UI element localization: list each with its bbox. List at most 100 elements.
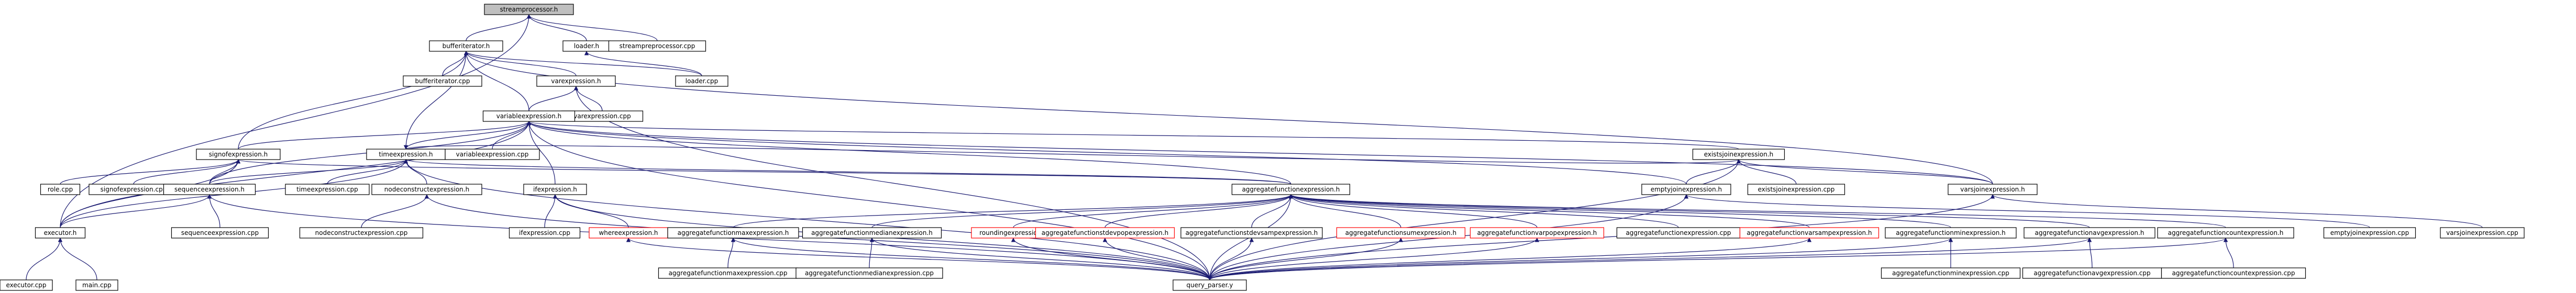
- edge-streampreprocessor_cpp-to-streamprocessor_h: [526, 14, 658, 41]
- node-aggregatefunctionvarpopexpression-h[interactable]: aggregatefunctionvarpopexpression.h: [1469, 227, 1605, 239]
- node-aggregatefunctionminexpression-cpp[interactable]: aggregatefunctionminexpression.cpp: [1881, 267, 2021, 279]
- node-executor-h[interactable]: executor.h: [35, 227, 86, 239]
- node-emptyjoinexpression-cpp[interactable]: emptyjoinexpression.cpp: [2323, 227, 2416, 239]
- node-label: aggregatefunctionmedianexpression.cpp: [805, 269, 934, 277]
- edge-aggregatefunctionexpression_h-to-variableexpression_h: [526, 121, 1291, 185]
- node-aggregatefunctionavgexpression-h[interactable]: aggregatefunctionavgexpression.h: [2024, 227, 2155, 239]
- node-varexpression-cpp[interactable]: varexpression.cpp: [561, 110, 644, 122]
- node-label: nodeconstructexpression.cpp: [315, 229, 408, 236]
- node-label: ifexpression.h: [533, 186, 577, 193]
- node-timeexpression-cpp[interactable]: timeexpression.cpp: [285, 184, 370, 195]
- node-box: [1173, 279, 1247, 291]
- edge-query_parser_y-to-timeexpression_h: [403, 159, 1210, 280]
- edge-aggregatefunctioncountexpression_h-to-aggregatefunctionexpression_h: [1289, 194, 2226, 228]
- edge-role_cpp-to-signofexpression_h: [60, 159, 241, 185]
- node-label: emptyjoinexpression.h: [1651, 186, 1722, 193]
- node-label: variableexpression.h: [496, 112, 562, 120]
- edge-signofexpression_cpp-to-signofexpression_h: [133, 159, 241, 185]
- node-ifexpression-cpp[interactable]: ifexpression.cpp: [508, 227, 581, 239]
- node-aggregatefunctioncountexpression-cpp[interactable]: aggregatefunctioncountexpression.cpp: [2161, 267, 2306, 279]
- node-label: loader.h: [574, 42, 599, 50]
- node-signofexpression-cpp[interactable]: signofexpression.cpp: [89, 184, 179, 195]
- node-box: [2440, 227, 2525, 239]
- node-nodeconstructexpression-cpp[interactable]: nodeconstructexpression.cpp: [299, 227, 424, 239]
- edge-aggregatefunctionsumexpression_h-to-aggregatefunctionexpression_h: [1288, 194, 1401, 228]
- node-label: whereexpression.h: [599, 229, 658, 236]
- node-streamprocessor-h[interactable]: streamprocessor.h: [484, 4, 574, 15]
- node-aggregatefunctionsumexpression-h[interactable]: aggregatefunctionsumexpression.h: [1336, 227, 1466, 239]
- edge-aggregatefunctionexpression_cpp-to-aggregatefunctionexpression_h: [1288, 194, 1679, 228]
- edge-query_parser_y-to-varexpression_h: [573, 86, 1210, 280]
- node-box: [536, 75, 616, 87]
- node-existsjoinexpression-cpp[interactable]: existsjoinexpression.cpp: [1747, 184, 1845, 195]
- edge-existsjoinexpression_cpp-to-existsjoinexpression_h: [1736, 159, 1797, 185]
- node-label: nodeconstructexpression.h: [384, 186, 469, 193]
- edge-variableexpression_h-to-bufferiterator_h: [463, 51, 529, 111]
- node-aggregatefunctionmedianexpression-h[interactable]: aggregatefunctionmedianexpression.h: [802, 227, 942, 239]
- edge-aggregatefunctionstdevsampexpression_h-to-aggregatefunctionexpression_h: [1251, 194, 1293, 228]
- node-nodeconstructexpression-h[interactable]: nodeconstructexpression.h: [371, 184, 482, 195]
- node-box: [75, 279, 118, 291]
- edge-existsjoinexpression_h-to-variableexpression_h: [527, 121, 1739, 150]
- edge-query_parser_y-to-roundingexpression_h: [1011, 238, 1210, 280]
- node-streampreprocessor-cpp[interactable]: streampreprocessor.cpp: [608, 40, 706, 52]
- edge-bufferiterator_cpp-to-bufferiterator_h: [442, 51, 469, 76]
- node-variableexpression-cpp[interactable]: variableexpression.cpp: [445, 149, 540, 160]
- node-label: executor.cpp: [6, 281, 46, 289]
- node-box: [1035, 227, 1175, 239]
- node-label: aggregatefunctionavgexpression.cpp: [2033, 269, 2150, 277]
- node-aggregatefunctionexpression-cpp[interactable]: aggregatefunctionexpression.cpp: [1616, 227, 1741, 239]
- node-aggregatefunctionmaxexpression-cpp[interactable]: aggregatefunctionmaxexpression.cpp: [658, 267, 798, 279]
- edge-query_parser_y-to-aggregatefunctionvarpopexpression_h: [1209, 238, 1540, 280]
- node-box: [608, 40, 706, 52]
- node-query-parser-y[interactable]: query_parser.y: [1173, 279, 1247, 291]
- node-executor-cpp[interactable]: executor.cpp: [0, 279, 53, 291]
- edge-aggregatefunctionvarpopexpression_h-to-aggregatefunctionexpression_h: [1288, 194, 1538, 228]
- node-aggregatefunctionmedianexpression-cpp[interactable]: aggregatefunctionmedianexpression.cpp: [795, 267, 943, 279]
- node-label: aggregatefunctionmaxexpression.h: [678, 229, 789, 236]
- node-aggregatefunctionvarsampexpression-h[interactable]: aggregatefunctionvarsampexpression.h: [1739, 227, 1880, 239]
- node-varexpression-h[interactable]: varexpression.h: [536, 75, 616, 87]
- edge-query_parser_y-to-aggregatefunctionstdevpopexpression_h: [1102, 238, 1210, 280]
- node-label: signofexpression.cpp: [101, 186, 167, 193]
- node-signofexpression-h[interactable]: signofexpression.h: [196, 149, 281, 160]
- node-sequenceexpression-h[interactable]: sequenceexpression.h: [163, 184, 256, 195]
- nodes-layer: streamprocessor.h bufferiterator.h loader.…: [0, 4, 2525, 291]
- node-aggregatefunctionstdevsampexpression-h[interactable]: aggregatefunctionstdevsampexpression.h: [1180, 227, 1323, 239]
- node-aggregatefunctionmaxexpression-h[interactable]: aggregatefunctionmaxexpression.h: [667, 227, 799, 239]
- node-ifexpression-h[interactable]: ifexpression.h: [523, 184, 587, 195]
- node-bufferiterator-cpp[interactable]: bufferiterator.cpp: [403, 75, 482, 87]
- node-box: [403, 75, 482, 87]
- node-box: [1469, 227, 1605, 239]
- node-role-cpp[interactable]: role.cpp: [40, 184, 81, 195]
- node-box: [1692, 149, 1785, 160]
- node-bufferiterator-h[interactable]: bufferiterator.h: [429, 40, 503, 52]
- edge-sequenceexpression_h-to-timeexpression_h: [209, 159, 408, 185]
- node-aggregatefunctionstdevpopexpression-h[interactable]: aggregatefunctionstdevpopexpression.h: [1035, 227, 1175, 239]
- node-variableexpression-h[interactable]: variableexpression.h: [482, 110, 576, 122]
- node-varsjoinexpression-cpp[interactable]: varsjoinexpression.cpp: [2440, 227, 2525, 239]
- node-aggregatefunctionminexpression-h[interactable]: aggregatefunctionminexpression.h: [1885, 227, 2017, 239]
- node-main-cpp[interactable]: main.cpp: [75, 279, 118, 291]
- node-aggregatefunctioncountexpression-h[interactable]: aggregatefunctioncountexpression.h: [2157, 227, 2294, 239]
- edge-query_parser_y-to-aggregatefunctionvarsampexpression_h: [1209, 238, 1811, 280]
- node-whereexpression-h[interactable]: whereexpression.h: [589, 227, 668, 239]
- node-varsjoinexpression-h[interactable]: varsjoinexpression.h: [1948, 184, 2038, 195]
- edge-varexpression_h-to-bufferiterator_h: [463, 51, 577, 76]
- node-aggregatefunctionavgexpression-cpp[interactable]: aggregatefunctionavgexpression.cpp: [2022, 267, 2162, 279]
- node-timeexpression-h[interactable]: timeexpression.h: [366, 149, 446, 160]
- node-label: query_parser.y: [1187, 281, 1233, 289]
- node-roundingexpression-h[interactable]: roundingexpression.h: [971, 227, 1056, 239]
- node-aggregatefunctionexpression-h[interactable]: aggregatefunctionexpression.h: [1231, 184, 1351, 195]
- node-box: [482, 110, 576, 122]
- node-box: [171, 227, 269, 239]
- node-loader-h[interactable]: loader.h: [562, 40, 611, 52]
- node-existsjoinexpression-h[interactable]: existsjoinexpression.h: [1692, 149, 1785, 160]
- edge-executor_h-to-streamprocessor_h: [60, 14, 532, 228]
- node-loader-cpp[interactable]: loader.cpp: [675, 75, 728, 87]
- node-box: [484, 4, 574, 15]
- node-sequenceexpression-cpp[interactable]: sequenceexpression.cpp: [171, 227, 269, 239]
- edge-emptyjoinexpression_cpp-to-emptyjoinexpression_h: [1684, 194, 2370, 228]
- edge-ifexpression_h-to-variableexpression_h: [526, 121, 556, 185]
- node-emptyjoinexpression-h[interactable]: emptyjoinexpression.h: [1641, 184, 1731, 195]
